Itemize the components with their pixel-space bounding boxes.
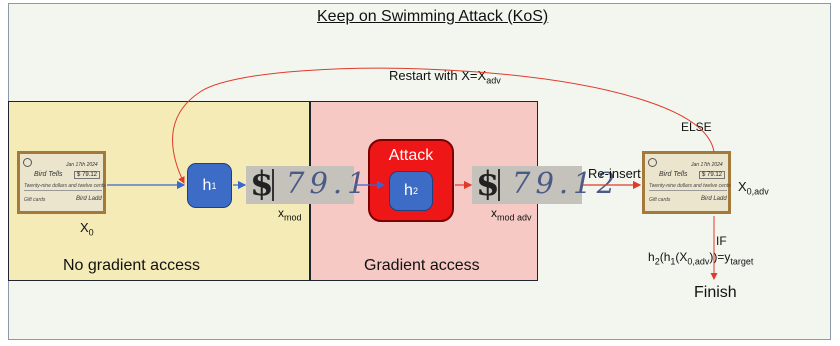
diagram-title: Keep on Swimming Attack (KoS)	[317, 8, 549, 25]
check-memo: Gift cards	[649, 197, 671, 203]
h2-base: h	[404, 182, 413, 199]
xmod-sub: mod	[284, 212, 302, 223]
check-amount-words: Twenty-nine dollars and twelve cents	[649, 183, 731, 189]
check-amount: $ 79.12	[74, 171, 101, 179]
termination-condition: h2(h1(X0,adv))=ytarget	[648, 250, 753, 266]
x0-sub: 0	[88, 227, 94, 238]
original-check-image: Jan 17th 2024 Bird Tells $ 79.12 Twenty-…	[17, 151, 106, 214]
strip-divider	[272, 169, 274, 201]
cond-sub: 1	[670, 256, 676, 267]
check-memo: Gift cards	[24, 197, 46, 203]
check-amount: $ 79.12	[699, 171, 726, 179]
check-logo-icon	[648, 158, 657, 167]
else-label: ELSE	[681, 120, 712, 134]
if-label: IF	[716, 234, 727, 248]
attack-label: Attack	[388, 147, 434, 164]
restart-loop-arrow	[172, 67, 715, 184]
check-signature: Bird Ladd	[701, 196, 727, 202]
h1-sub: 1	[211, 180, 217, 191]
dollar-sign-icon: $	[476, 164, 500, 204]
check-date: Jan 17th 2024	[691, 162, 723, 168]
xmod-adv-amount-strip: $ 79.12	[472, 164, 615, 204]
cond-part: h	[648, 250, 655, 264]
cond-sub: 2	[654, 256, 660, 267]
restart-label: Restart with X=Xadv	[389, 68, 501, 86]
check-amount-words: Twenty-nine dollars and twelve cents	[24, 183, 106, 189]
xmod-adv-sub: mod adv	[497, 212, 532, 223]
check-payee: Bird Tells	[659, 171, 688, 178]
xmod-adv-label: xmod adv	[491, 206, 532, 222]
finish-label: Finish	[694, 284, 737, 301]
xmod-base: x	[278, 206, 284, 220]
check-line	[24, 190, 102, 191]
cond-sub: 0,adv	[687, 256, 710, 267]
cond-sub: target	[730, 256, 754, 267]
xmod-label: xmod	[278, 206, 302, 222]
no-gradient-label: No gradient access	[63, 257, 200, 274]
xmod-adv-amount: 79.12	[512, 166, 621, 200]
x0adv-label: X0,adv	[738, 179, 769, 197]
x0adv-base: X	[738, 179, 747, 194]
restart-sub: adv	[486, 75, 501, 86]
check-signature: Bird Ladd	[76, 196, 102, 202]
h1-base: h	[202, 176, 212, 194]
check-date: Jan 17th 2024	[66, 162, 98, 168]
check-line	[649, 190, 727, 191]
x0adv-sub: 0,adv	[746, 186, 769, 197]
h2-sub: 2	[412, 186, 418, 196]
cond-part: ))=y	[709, 250, 731, 264]
adversarial-check-image: Jan 17th 2024 Bird Tells $ 79.12 Twenty-…	[642, 151, 731, 214]
dollar-sign-icon: $	[250, 164, 274, 204]
cond-part: (h	[659, 250, 671, 264]
x0-base: X	[80, 220, 89, 235]
check-payee: Bird Tells	[34, 171, 63, 178]
xmod-adv-base: x	[491, 206, 497, 220]
gradient-label: Gradient access	[364, 257, 480, 274]
restart-text: Restart with X=X	[389, 68, 487, 83]
x0-label: X0	[80, 220, 94, 238]
check-logo-icon	[23, 158, 32, 167]
cond-part: (X	[675, 250, 688, 264]
reinsert-label: Re-insert	[588, 166, 641, 181]
strip-divider	[498, 169, 500, 201]
